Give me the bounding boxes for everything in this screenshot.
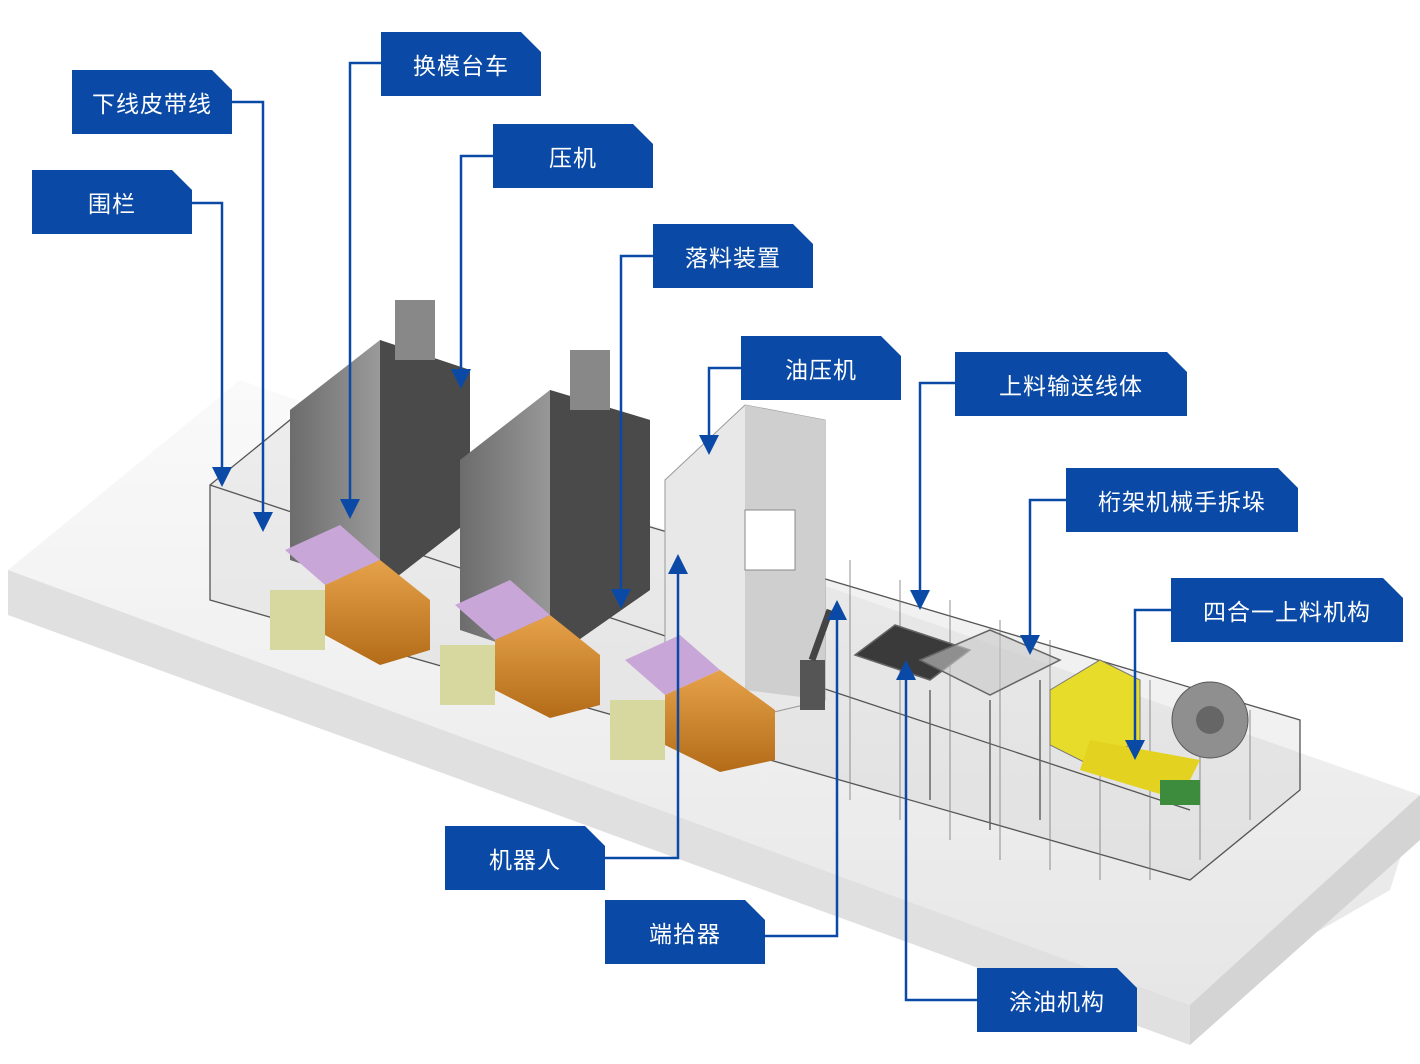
callout-feeding-conveyor: 上料输送线体 — [955, 352, 1187, 416]
callout-fence: 围栏 — [32, 170, 192, 234]
callout-offline-belt-line: 下线皮带线 — [72, 70, 232, 134]
callout-label: 落料装置 — [685, 246, 781, 272]
callout-robot: 机器人 — [445, 826, 605, 890]
callout-label: 桁架机械手拆垛 — [1098, 490, 1266, 516]
die-cart-3 — [610, 635, 775, 772]
die-cart-2 — [440, 580, 600, 718]
callout-press: 压机 — [493, 124, 653, 188]
callout-hydraulic-press: 油压机 — [741, 336, 901, 400]
callout-label: 换模台车 — [413, 54, 509, 80]
callout-die-change-cart: 换模台车 — [381, 32, 541, 96]
robot — [800, 608, 834, 710]
hydraulic-press — [664, 404, 826, 721]
callout-label: 机器人 — [489, 848, 561, 874]
callout-label: 端拾器 — [649, 922, 721, 948]
callout-label: 下线皮带线 — [92, 92, 212, 118]
callout-leaders — [192, 61, 1171, 1002]
callout-gantry-destacker: 桁架机械手拆垛 — [1066, 468, 1298, 532]
callout-label: 压机 — [549, 146, 597, 172]
callout-four-in-one-feeder: 四合一上料机构 — [1171, 578, 1403, 642]
four-in-one-feeder — [1049, 659, 1249, 805]
callout-label: 油压机 — [785, 358, 857, 384]
callout-label: 围栏 — [88, 192, 136, 218]
callout-oiling-mechanism: 涂油机构 — [977, 968, 1137, 1032]
callout-label: 涂油机构 — [1009, 990, 1105, 1016]
die-cart-1 — [270, 525, 430, 665]
callout-end-effector: 端拾器 — [605, 900, 765, 964]
callout-label: 四合一上料机构 — [1203, 600, 1371, 626]
callout-label: 上料输送线体 — [999, 374, 1143, 400]
callout-blanking-device: 落料装置 — [653, 224, 813, 288]
